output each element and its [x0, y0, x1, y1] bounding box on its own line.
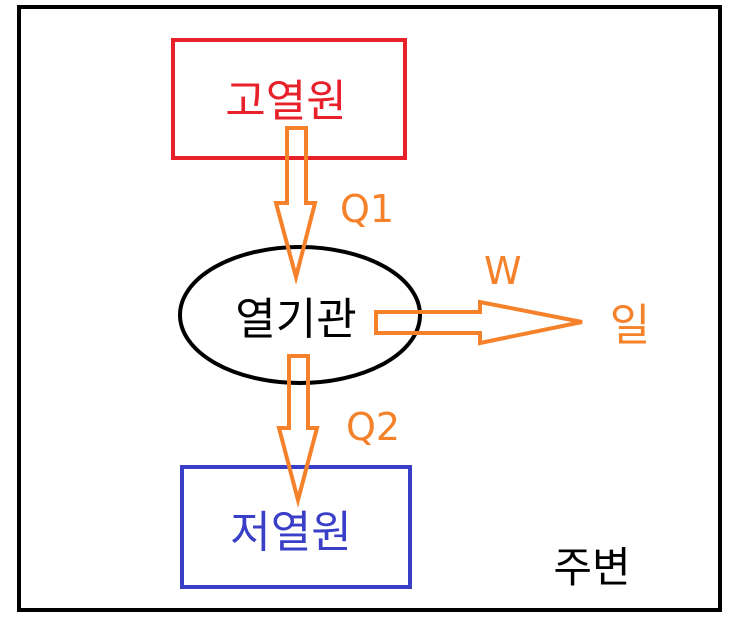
- q2-arrow: [276, 354, 320, 508]
- cold-reservoir-label: 저열원: [230, 507, 351, 558]
- heat-engine-label: 열기관: [235, 294, 356, 345]
- w-arrow: [374, 299, 583, 346]
- w-label: W: [484, 249, 522, 293]
- q2-label: Q2: [346, 405, 400, 449]
- work-label: 일: [610, 300, 650, 351]
- cold-reservoir-box: [180, 465, 412, 589]
- outer-frame: [17, 5, 722, 612]
- q1-arrow: [273, 126, 318, 285]
- heat-engine-ellipse: [178, 245, 422, 385]
- q1-label: Q1: [340, 187, 394, 231]
- surroundings-label: 주변: [553, 543, 630, 592]
- hot-reservoir-label: 고열원: [225, 76, 346, 127]
